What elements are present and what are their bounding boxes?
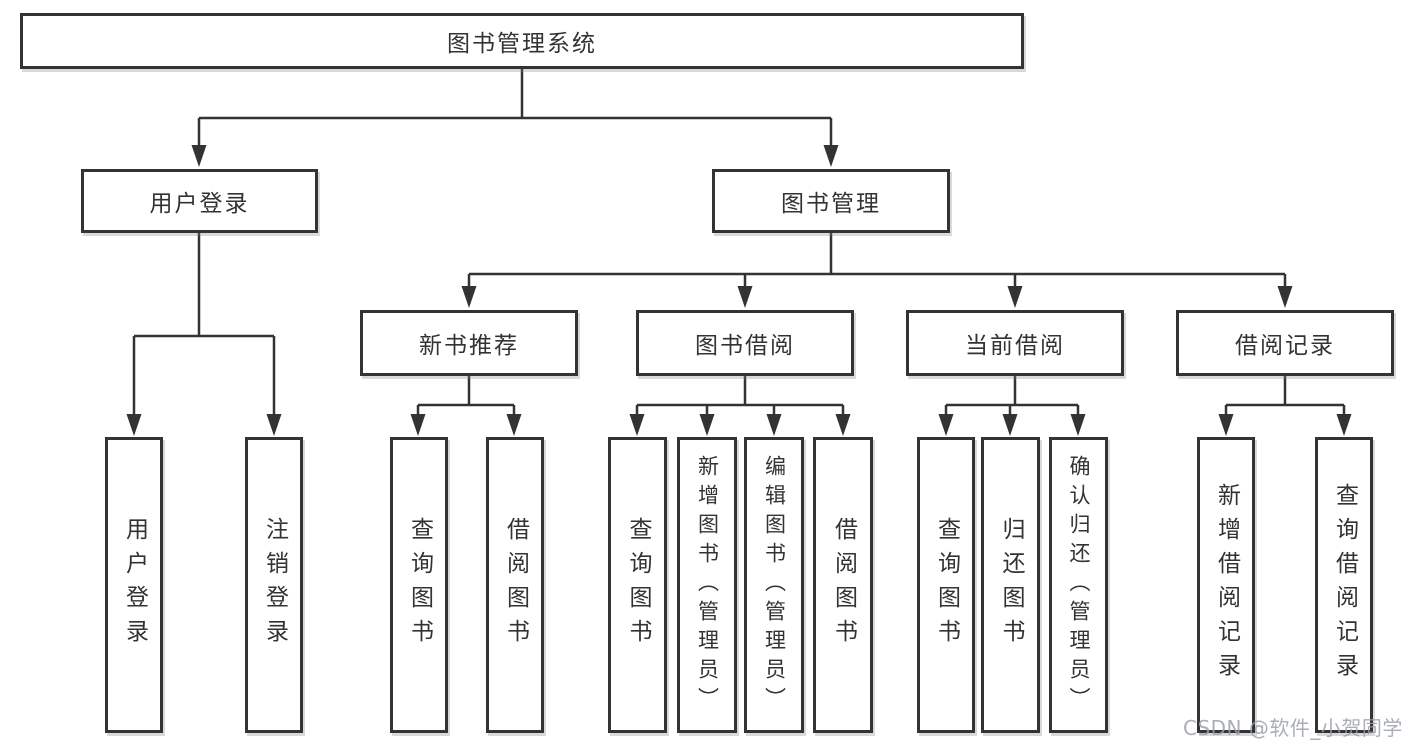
leaf-borrow-books-borrowing: 借阅图书 xyxy=(813,437,873,733)
arrowhead xyxy=(1218,414,1234,436)
leaf-label: 新增借阅记录 xyxy=(1213,483,1240,687)
leaf-label: 注销登录 xyxy=(261,517,288,653)
leaf-add-borrow-record: 新增借阅记录 xyxy=(1197,437,1255,733)
leaf-label: 归还图书 xyxy=(998,517,1024,653)
connector-user-login-children xyxy=(126,233,282,436)
csdn-watermark: CSDN @软件_小贺同学 xyxy=(1183,716,1403,740)
arrowhead xyxy=(126,414,142,436)
arrowhead xyxy=(506,414,522,436)
arrowhead xyxy=(191,145,207,167)
leaf-add-books-admin: 新增图书（管理员） xyxy=(677,437,737,733)
node-new-book-recommend: 新书推荐 xyxy=(360,310,578,376)
node-label: 图书管理系统 xyxy=(447,31,597,57)
arrowhead xyxy=(823,145,839,167)
leaf-label: 查询借阅记录 xyxy=(1331,483,1358,687)
arrowhead xyxy=(461,286,477,308)
node-label: 新书推荐 xyxy=(419,333,519,359)
leaf-label: 借阅图书 xyxy=(502,517,529,653)
arrowhead xyxy=(1336,414,1352,436)
leaf-label: 查询图书 xyxy=(406,517,433,653)
node-label: 用户登录 xyxy=(149,191,250,217)
leaf-label: 查询图书 xyxy=(625,517,651,653)
node-book-management: 图书管理 xyxy=(712,169,950,233)
leaf-label: 借阅图书 xyxy=(830,517,857,653)
arrowhead xyxy=(766,414,782,436)
leaf-query-books-borrowing: 查询图书 xyxy=(608,437,667,733)
arrowhead xyxy=(629,414,645,436)
leaf-edit-books-admin: 编辑图书（管理员） xyxy=(744,437,804,733)
node-label: 当前借阅 xyxy=(965,333,1065,359)
leaf-label: 编辑图书（管理员） xyxy=(762,454,787,716)
leaf-user-login: 用户登录 xyxy=(105,437,163,733)
arrowhead xyxy=(1002,414,1018,436)
arrowhead xyxy=(1070,414,1086,436)
connector-book-borrow-children xyxy=(629,376,851,436)
arrowhead xyxy=(835,414,851,436)
arrowhead xyxy=(1277,286,1293,308)
leaf-borrow-books-recommend: 借阅图书 xyxy=(486,437,544,733)
leaf-label: 查询图书 xyxy=(933,517,960,653)
node-current-borrowing: 当前借阅 xyxy=(906,310,1124,376)
node-library-system: 图书管理系统 xyxy=(20,13,1024,69)
node-label: 借阅记录 xyxy=(1235,333,1335,359)
connector-new-book-rec-children xyxy=(410,376,522,436)
arrowhead xyxy=(1007,286,1023,308)
leaf-confirm-return-admin: 确认归还（管理员） xyxy=(1049,437,1108,733)
connector-current-borrow-children xyxy=(938,376,1086,436)
leaf-query-books-current: 查询图书 xyxy=(917,437,975,733)
connector-borrow-records-children xyxy=(1218,376,1352,436)
node-user-login: 用户登录 xyxy=(81,169,318,233)
connector-book-mgmt-children xyxy=(461,233,1293,308)
leaf-label: 新增图书（管理员） xyxy=(695,454,720,716)
node-borrowing-records: 借阅记录 xyxy=(1176,310,1394,376)
leaf-logout: 注销登录 xyxy=(245,437,303,733)
arrowhead xyxy=(737,286,753,308)
arrowhead xyxy=(699,414,715,436)
leaf-label: 用户登录 xyxy=(121,517,148,653)
leaf-label: 确认归还（管理员） xyxy=(1067,454,1091,716)
node-label: 图书管理 xyxy=(781,191,881,217)
leaf-return-books: 归还图书 xyxy=(981,437,1040,733)
arrowhead xyxy=(266,414,282,436)
leaf-query-borrow-record: 查询借阅记录 xyxy=(1315,437,1373,733)
connector-root-to-level2 xyxy=(191,69,839,167)
node-label: 图书借阅 xyxy=(695,333,795,359)
node-book-borrowing: 图书借阅 xyxy=(636,310,854,376)
arrowhead xyxy=(938,414,954,436)
arrowhead xyxy=(410,414,426,436)
leaf-query-books-recommend: 查询图书 xyxy=(390,437,448,733)
